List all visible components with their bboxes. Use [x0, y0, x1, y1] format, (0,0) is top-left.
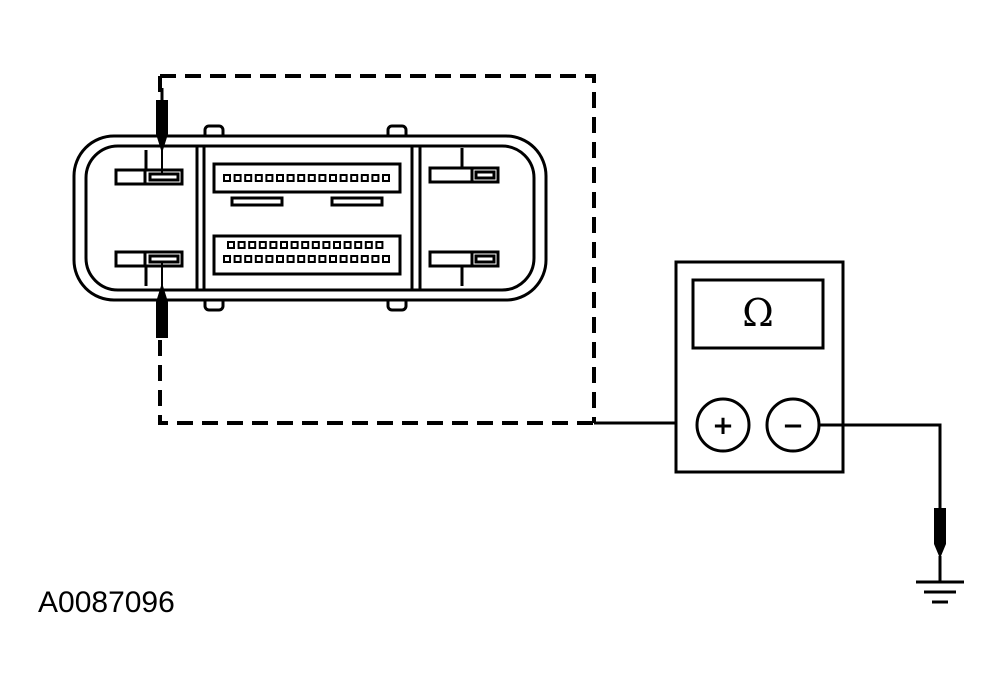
pin-cavity [227, 241, 235, 249]
pin-cavity [318, 174, 327, 182]
pin-cavity [354, 241, 363, 249]
probe-top [156, 88, 168, 174]
pin-cavity [360, 255, 369, 263]
pin-cavity [248, 241, 257, 249]
ground-icon [916, 580, 964, 604]
pin-cavity [343, 241, 352, 249]
probe-bottom [156, 262, 168, 338]
pin-cavity [350, 255, 359, 263]
pin-cavity [244, 174, 253, 182]
pin-row-bottom [223, 255, 390, 263]
pin-cavity [286, 174, 295, 182]
pin-cavity [290, 241, 299, 249]
pin-cavity [311, 241, 320, 249]
figure-id: A0087096 [38, 586, 175, 619]
meter-display [691, 278, 825, 350]
pin-cavity [233, 174, 242, 182]
pin-cavity [276, 174, 284, 182]
pin-cavity [265, 255, 274, 263]
pin-cavity [318, 255, 327, 263]
pin-cavity [329, 174, 337, 182]
pin-cavity [375, 241, 384, 249]
pin-cavity [371, 255, 380, 263]
pin-cavity [382, 174, 390, 182]
ground-lead [819, 423, 942, 508]
pin-row-middle [227, 241, 384, 249]
pin-cavity [244, 255, 253, 263]
minus-label: − [782, 411, 804, 441]
ohm-symbol: Ω [742, 291, 774, 335]
plus-terminal [695, 397, 751, 453]
pin-cavity [237, 241, 246, 249]
pin-cavity [269, 241, 278, 249]
pin-cavity [339, 174, 348, 182]
pin-cavity [286, 255, 295, 263]
pin-cavity [382, 255, 390, 263]
pin-cavity [297, 255, 306, 263]
center-slot-left [230, 196, 284, 207]
pin-cavity [233, 255, 242, 263]
left-bottom-terminal [114, 250, 184, 286]
pin-cavity [280, 241, 288, 249]
pin-cavity [297, 174, 306, 182]
pin-cavity [307, 255, 316, 263]
pin-cavity [307, 174, 316, 182]
pin-cavity [329, 255, 337, 263]
center-slot-right [330, 196, 384, 207]
pin-cavity [223, 255, 231, 263]
plus-label: + [712, 411, 734, 441]
ground-probe [934, 508, 946, 582]
pin-cavity [364, 241, 373, 249]
pin-cavity [339, 255, 348, 263]
pin-cavity [254, 255, 263, 263]
right-top-terminal [428, 148, 500, 184]
ohmmeter: Ω + − [674, 260, 845, 474]
pin-cavity [258, 241, 267, 249]
pin-cavity [254, 174, 263, 182]
pin-row-top [223, 174, 390, 182]
pin-cavity [301, 241, 310, 249]
pin-cavity [322, 241, 331, 249]
right-bottom-terminal [428, 250, 500, 286]
left-top-terminal [114, 150, 184, 186]
pin-cavity [333, 241, 341, 249]
pin-cavity [371, 174, 380, 182]
pin-cavity [276, 255, 284, 263]
pin-cavity [360, 174, 369, 182]
pin-cavity [223, 174, 231, 182]
pin-cavity [265, 174, 274, 182]
pin-cavity [350, 174, 359, 182]
dashed-test-lead [158, 74, 596, 425]
module-connector [72, 124, 548, 312]
